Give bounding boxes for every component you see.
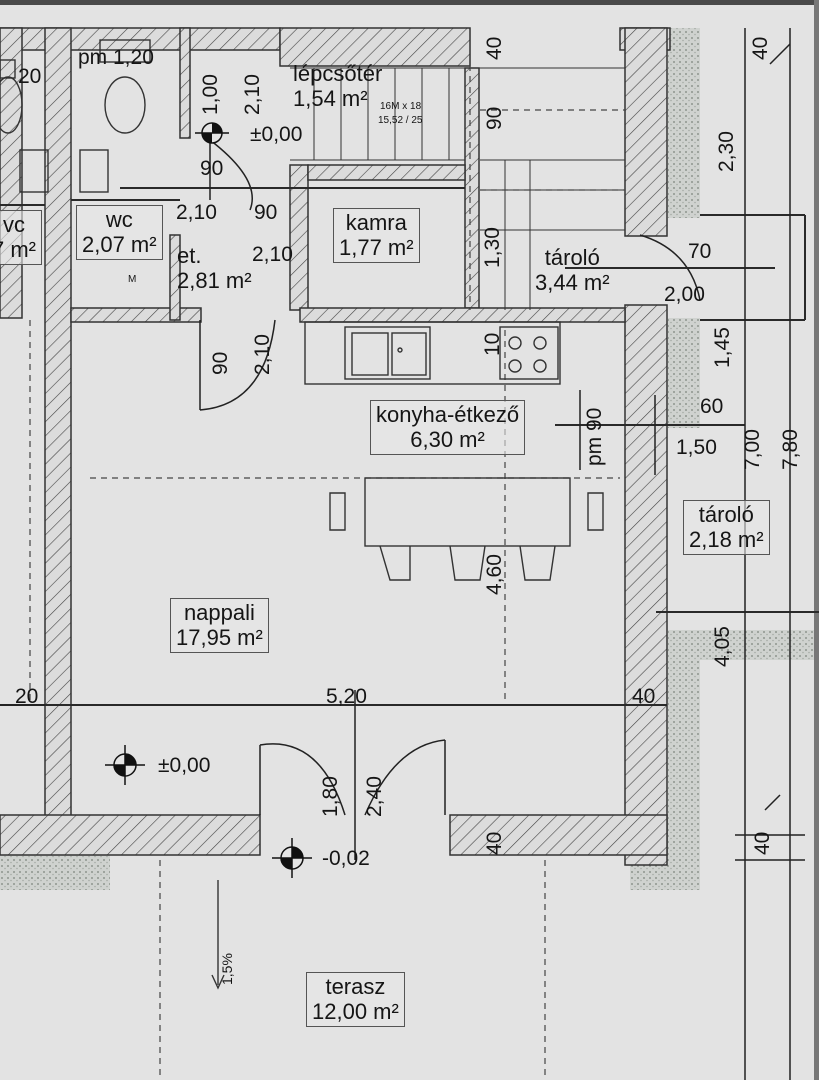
dim-v-40-bottom-right: 40 (751, 831, 774, 855)
room-label-et: et. 2,81 m² (177, 243, 252, 293)
stair-treads (290, 67, 625, 310)
dim-v-stair-90: 90 (483, 106, 506, 130)
dim-v-460: 4,60 (483, 554, 506, 595)
dim-level-bottom: -0,02 (322, 847, 370, 870)
dim-40-mid: 40 (632, 685, 656, 708)
kitchen-counter (304, 321, 561, 385)
stair-spec-2: 15,52 / 25 (378, 115, 423, 126)
dim-v-130: 1,30 (481, 227, 504, 268)
room-label-tarolo-top: tároló 3,44 m² (535, 245, 610, 295)
wc-fixtures (0, 39, 151, 193)
dim-et-210: 2,10 (252, 243, 293, 266)
room-label-vc: vc 7 m² (0, 210, 42, 265)
stair-spec-1: 16M x 18 (380, 101, 422, 112)
dim-v-40-top-right: 40 (749, 36, 772, 60)
dim-150: 1,50 (676, 436, 717, 459)
dim-slope: 1,5% (219, 953, 235, 985)
dim-90-b: 90 (254, 201, 278, 224)
dim-v-210-a: 2,10 (241, 74, 264, 115)
room-label-konyha: konyha-étkező 6,30 m² (370, 400, 526, 455)
dim-v-230: 2,30 (715, 131, 738, 172)
dim-v-180: 1,80 (319, 776, 342, 817)
dim-v-780: 7,80 (779, 429, 802, 470)
dining-table (329, 477, 604, 581)
dim-60: 60 (700, 395, 724, 418)
dim-v-240: 2,40 (363, 776, 386, 817)
gravel-strip-mid (668, 318, 700, 428)
dim-v-100: 1,00 (199, 74, 222, 115)
room-label-wc: wc 2,07 m² (76, 205, 163, 260)
dim-level-mid: ±0,00 (158, 754, 211, 777)
level-marker-mid (105, 745, 145, 785)
room-label-tarolo-right: tároló 2,18 m² (683, 500, 770, 555)
dim-v-145: 1,45 (711, 327, 734, 368)
dim-v-700: 7,00 (741, 429, 764, 470)
dim-v-40-top: 40 (483, 36, 506, 60)
walls (0, 27, 671, 866)
level-marker-top (195, 122, 229, 144)
room-label-nappali: nappali 17,95 m² (170, 598, 269, 653)
dim-v-90-left: 90 (209, 351, 232, 375)
room-label-kamra: kamra 1,77 m² (333, 208, 420, 263)
dim-level-top: ±0,00 (250, 123, 303, 146)
dim-200: 2,00 (664, 283, 705, 306)
dim-v-40-bottom: 40 (483, 831, 506, 855)
wc-mark: M (128, 274, 137, 285)
dim-v-405: 4,05 (711, 626, 734, 667)
door-swings (199, 139, 701, 860)
dim-210-a: 2,10 (176, 201, 217, 224)
room-label-lepcsoter: lépcsőtér 1,54 m² (293, 61, 383, 111)
gravel-strip-top (668, 28, 700, 218)
dim-top-left-20: 20 (18, 65, 42, 88)
gravel-strip-low (668, 630, 700, 890)
dim-pm-120: pm 1,20 (78, 46, 154, 69)
dim-v-210-left: 2,10 (251, 334, 274, 375)
dim-v-10: 10 (481, 332, 504, 356)
dim-520: 5,20 (326, 685, 367, 708)
room-label-terasz: terasz 12,00 m² (306, 972, 405, 1027)
dim-door-90: 90 (200, 157, 224, 180)
level-marker-bottom (272, 838, 312, 878)
dim-v-pm90: pm 90 (583, 407, 606, 466)
dim-20-mid: 20 (15, 685, 39, 708)
dim-70: 70 (688, 240, 712, 263)
